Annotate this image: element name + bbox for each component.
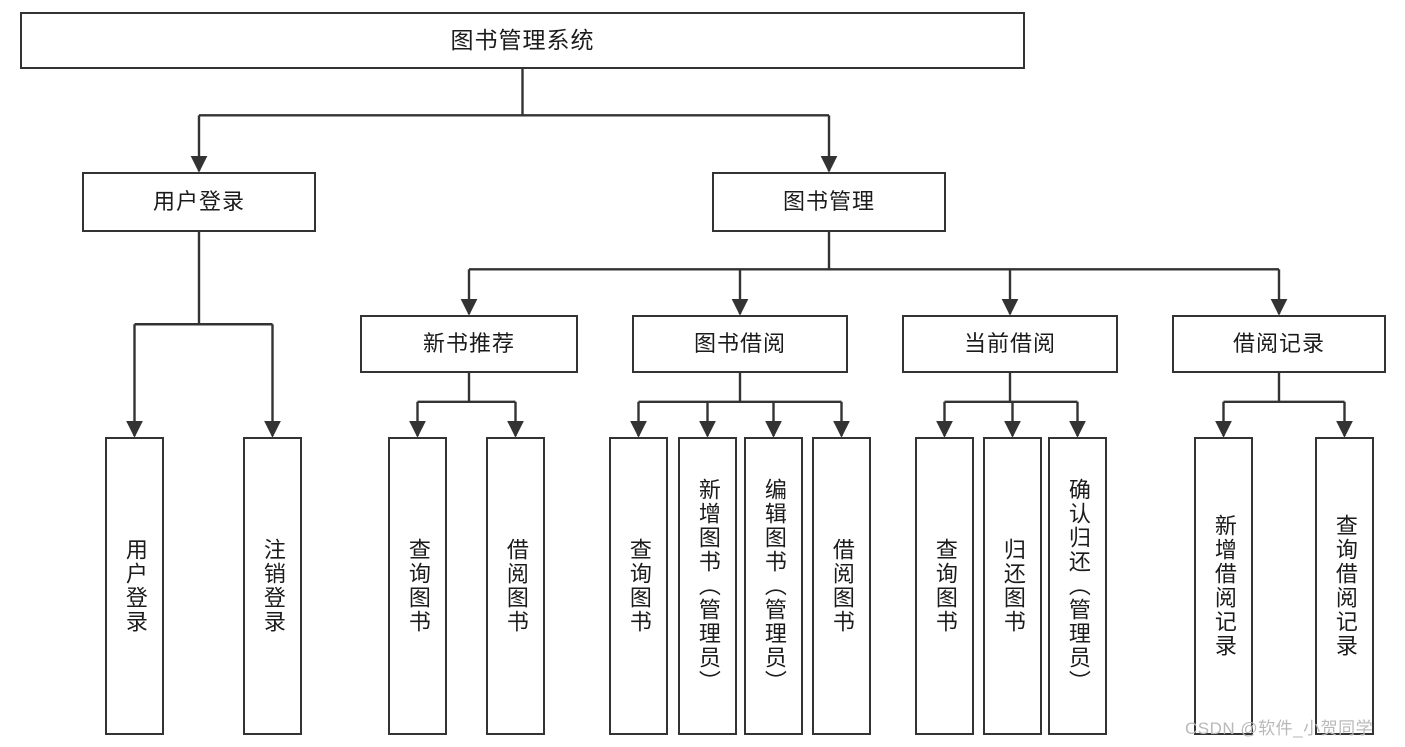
- node-book-management-group[interactable]: 图书管理: [712, 172, 946, 232]
- node-label: 当前借阅: [963, 330, 1056, 356]
- node-root[interactable]: 图书管理系统: [20, 12, 1025, 69]
- node-label: 编辑图书（管理员）: [761, 478, 787, 694]
- leaf-borrow-lend-book[interactable]: 借阅图书: [812, 437, 871, 735]
- leaf-current-query-book[interactable]: 查询图书: [915, 437, 974, 735]
- node-label: 查询借阅记录: [1332, 514, 1358, 658]
- leaf-current-confirm-return[interactable]: 确认归还（管理员）: [1048, 437, 1107, 735]
- node-label: 图书管理系统: [450, 26, 595, 53]
- node-user-login-group[interactable]: 用户登录: [82, 172, 316, 232]
- node-label: 确认归还（管理员）: [1065, 478, 1091, 694]
- leaf-record-query[interactable]: 查询借阅记录: [1315, 437, 1374, 735]
- leaf-borrow-query-book[interactable]: 查询图书: [609, 437, 668, 735]
- node-label: 查询图书: [626, 538, 652, 634]
- leaf-user-login[interactable]: 用户登录: [105, 437, 164, 735]
- node-label: 注销登录: [260, 538, 286, 634]
- node-label: 查询图书: [405, 538, 431, 634]
- node-book-borrow[interactable]: 图书借阅: [632, 315, 848, 373]
- leaf-new-query-book[interactable]: 查询图书: [388, 437, 447, 735]
- node-label: 借阅图书: [503, 538, 529, 634]
- node-new-book-recommend[interactable]: 新书推荐: [360, 315, 578, 373]
- node-label: 归还图书: [1000, 538, 1026, 634]
- node-label: 查询图书: [932, 538, 958, 634]
- node-label: 新增图书（管理员）: [695, 478, 721, 694]
- node-label: 用户登录: [122, 538, 148, 634]
- leaf-record-add[interactable]: 新增借阅记录: [1194, 437, 1253, 735]
- node-label: 图书借阅: [693, 330, 786, 356]
- node-current-borrow[interactable]: 当前借阅: [902, 315, 1118, 373]
- leaf-borrow-edit-book[interactable]: 编辑图书（管理员）: [744, 437, 803, 735]
- node-label: 图书管理: [782, 188, 875, 214]
- node-label: 新书推荐: [422, 330, 515, 356]
- node-label: 新增借阅记录: [1211, 514, 1237, 658]
- node-label: 借阅图书: [829, 538, 855, 634]
- csdn-watermark: CSDN @软件_小贺同学: [1185, 719, 1374, 738]
- leaf-borrow-add-book[interactable]: 新增图书（管理员）: [678, 437, 737, 735]
- node-borrow-record[interactable]: 借阅记录: [1172, 315, 1386, 373]
- leaf-current-return-book[interactable]: 归还图书: [983, 437, 1042, 735]
- leaf-new-borrow-book[interactable]: 借阅图书: [486, 437, 545, 735]
- node-label: 借阅记录: [1232, 330, 1325, 356]
- leaf-user-logout[interactable]: 注销登录: [243, 437, 302, 735]
- node-label: 用户登录: [152, 188, 245, 214]
